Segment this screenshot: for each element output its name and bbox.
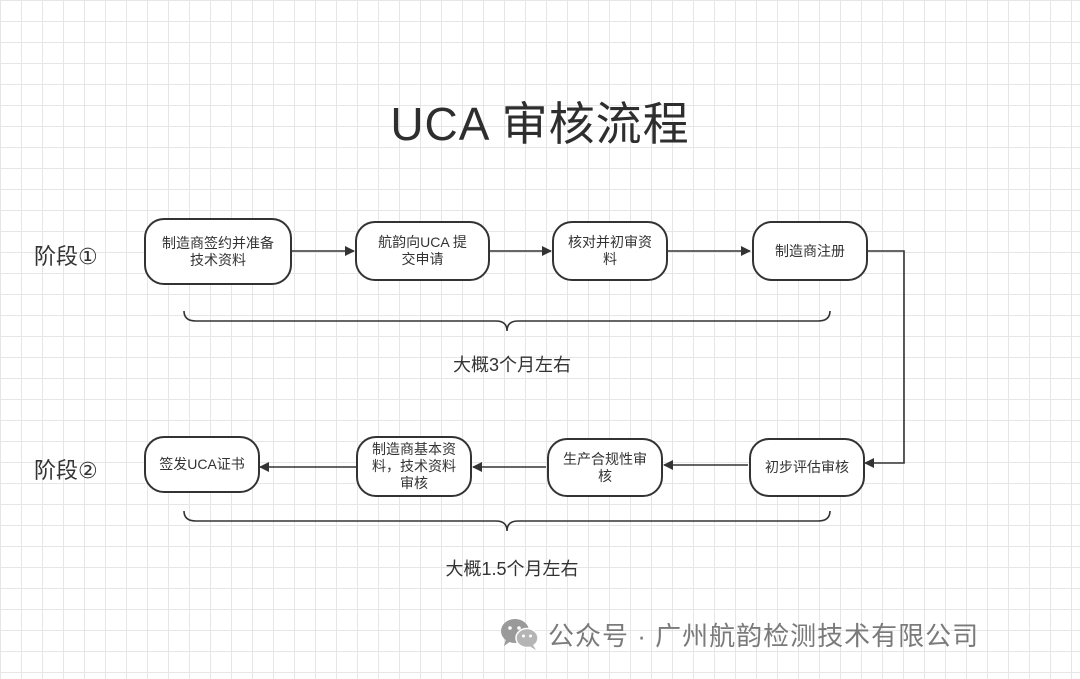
stage-2-duration: 大概1.5个月左右 <box>445 559 579 579</box>
node-submit-application: 航韵向UCA 提 交申请 <box>355 221 490 281</box>
arrow-stage-transition <box>864 250 905 468</box>
watermark-text: 公众号 · 广州航韵检测技术有限公司 <box>548 620 980 651</box>
watermark: 公众号 · 广州航韵检测技术有限公司 <box>500 614 979 654</box>
diagram-title: UCA 审核流程 <box>390 98 690 150</box>
node-manufacturer-registration: 制造商注册 <box>752 221 868 281</box>
stage-1-duration: 大概3个月左右 <box>452 355 571 375</box>
node-preliminary-assessment: 初步评估审核 <box>749 438 865 497</box>
brace-stage-2 <box>183 510 831 532</box>
stage-1-label: 阶段① <box>34 244 98 269</box>
brace-stage-1 <box>183 310 831 332</box>
stage-2-label: 阶段② <box>34 458 98 483</box>
node-production-compliance: 生产合规性审 核 <box>547 438 663 497</box>
node-documentation-review: 制造商基本资 料，技术资料 审核 <box>356 436 472 497</box>
node-verify-documents: 核对并初审资 料 <box>552 221 668 281</box>
wechat-icon <box>501 619 539 650</box>
node-issue-certificate: 签发UCA证书 <box>144 436 260 493</box>
node-sign-contract: 制造商签约并准备 技术资料 <box>144 218 292 285</box>
